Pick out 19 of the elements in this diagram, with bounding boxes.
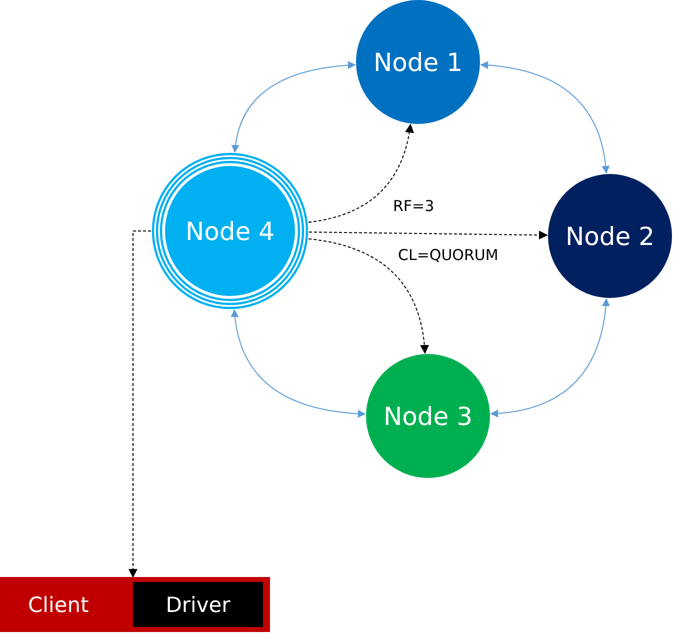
- dashed-arrow: [308, 230, 548, 240]
- annotation-text: CL=QUORUM: [398, 246, 498, 264]
- arrow: [232, 61, 356, 153]
- node-label: Node 4: [185, 216, 275, 246]
- annotation-text: RF=3: [393, 197, 434, 215]
- client-bar: [0, 577, 270, 632]
- driver-box: [133, 582, 263, 627]
- arrow: [480, 61, 610, 174]
- node-label: Driver: [166, 592, 230, 616]
- node-label: Client: [28, 592, 89, 616]
- arrow: [231, 309, 366, 418]
- arrow: [490, 298, 610, 418]
- node-label: Node 2: [565, 222, 655, 250]
- node-label: Node 3: [383, 402, 473, 430]
- dashed-arrow: [308, 124, 414, 223]
- node-label: Node 1: [373, 48, 463, 76]
- dashed-arrow: [128, 230, 152, 578]
- node-circle: [151, 152, 309, 310]
- dashed-arrow: [308, 238, 429, 354]
